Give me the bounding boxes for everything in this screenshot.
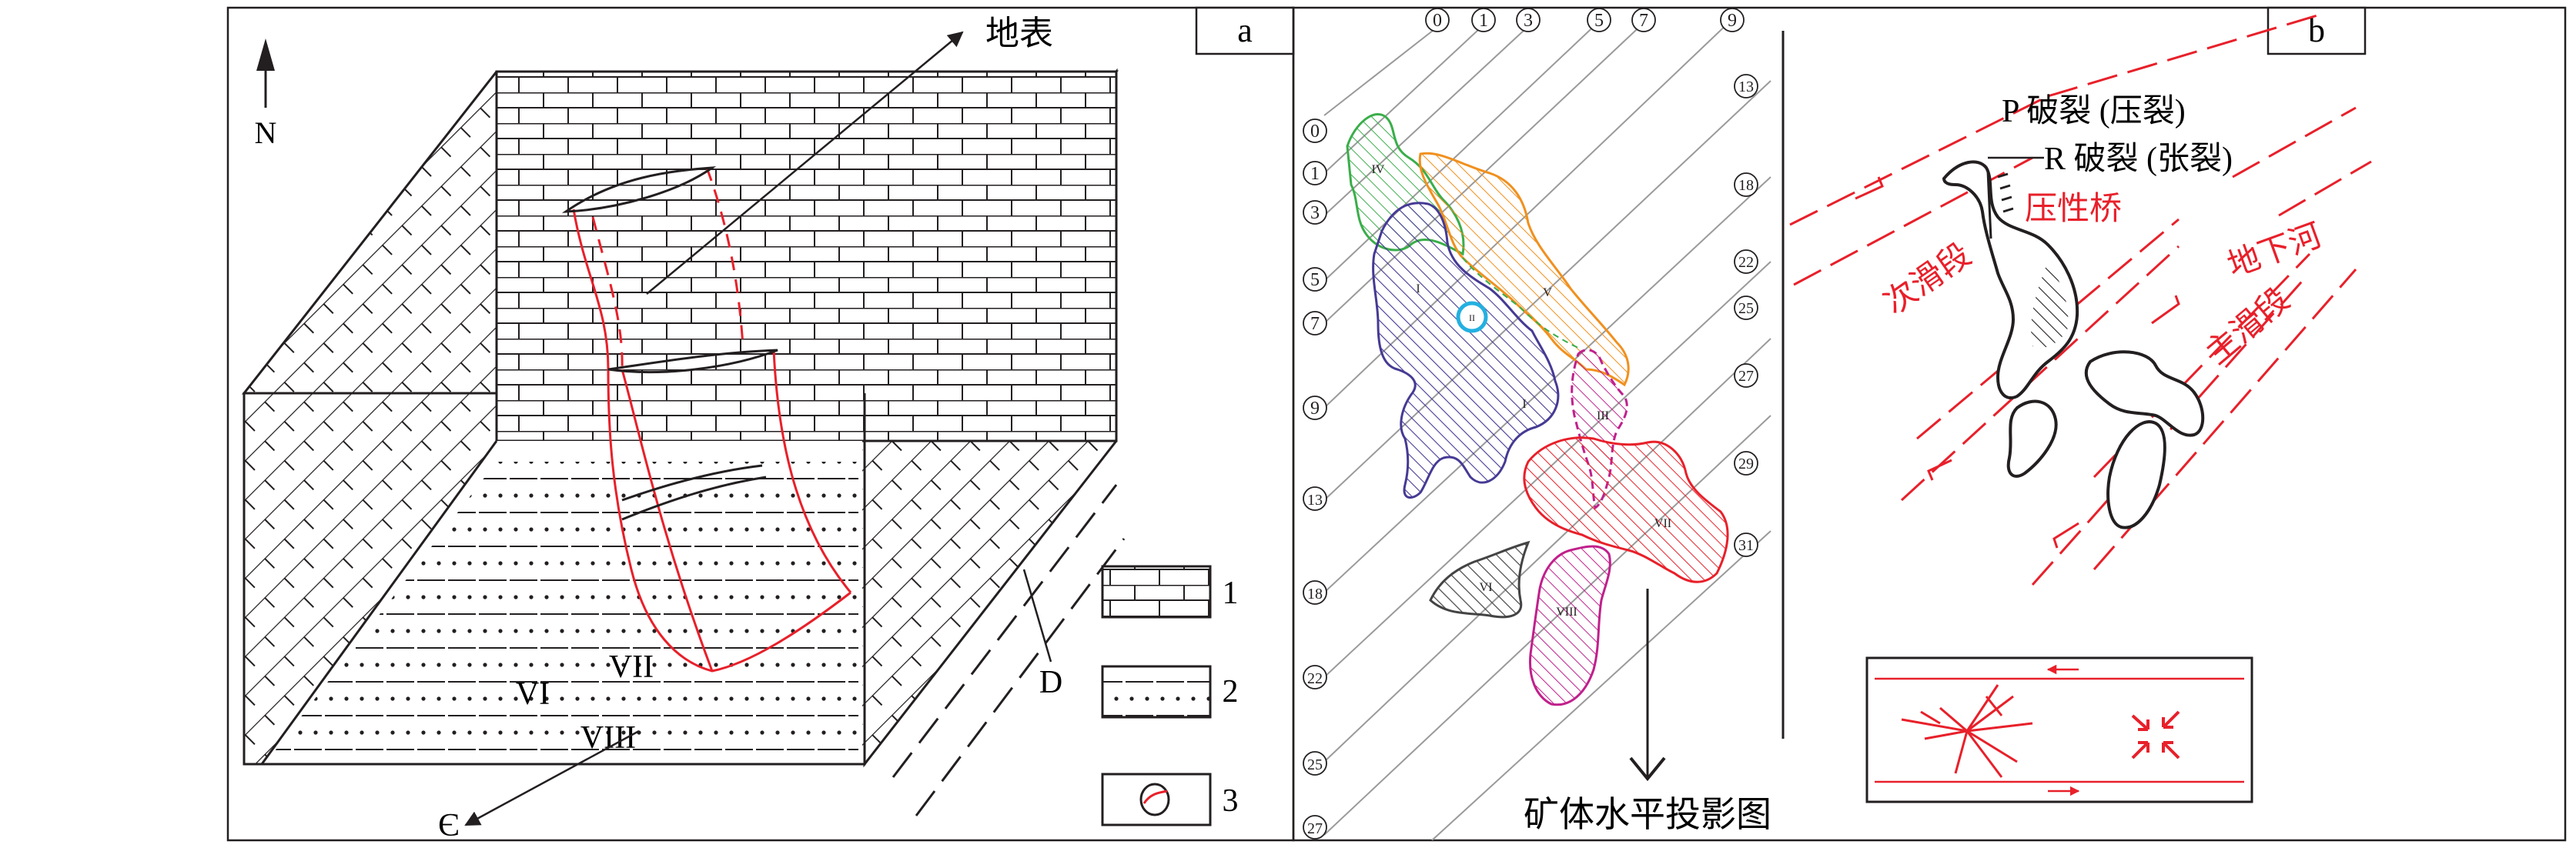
north-arrow-icon [256,38,275,108]
fault-d-lines [892,484,1126,816]
left-number-3: 3 [1310,203,1320,223]
orebody-i-dashed-border [1462,257,1579,349]
north-label: N [255,115,277,150]
orebody-i [1372,202,1560,499]
left-number-13: 13 [1307,492,1323,509]
right-number-31: 31 [1738,537,1754,554]
top-line-numbers: 0 1 3 5 7 9 [1425,8,1745,32]
right-number-29: 29 [1738,456,1754,472]
left-number-5: 5 [1310,270,1320,290]
panel-a-letter-box [1195,6,1295,55]
label-iv: IV [1372,163,1385,176]
slip-arrows [1855,176,2180,549]
left-number-0: 0 [1310,122,1320,142]
underground-river-label: 地下河 [2223,218,2327,284]
top-number-5: 5 [1594,11,1604,31]
right-number-27: 27 [1738,368,1754,385]
label-viii: VIII [1556,606,1577,619]
orebody-v [1418,152,1630,387]
panel-map: 0 1 3 5 7 9 0 1 3 5 7 9 13 [1292,6,2567,842]
left-number-9: 9 [1310,399,1320,419]
orebody-viii [1528,545,1611,706]
surface-arrow [646,31,964,295]
left-number-22: 22 [1307,670,1323,687]
ore-pipe [572,167,852,673]
left-number-1: 1 [1310,164,1320,184]
panel-b: b [1789,6,2372,803]
orebody-iii [1571,349,1628,510]
top-number-9: 9 [1728,11,1737,31]
r-fracture-label: R 破裂 (张裂) [2044,142,2233,177]
ore-sections [561,166,778,521]
orebody-symbol-icon [1139,783,1170,816]
ore-label-vii: VII [609,649,654,685]
orebody-vi [1429,540,1531,619]
p-fracture-mark [1986,170,1992,239]
left-line-numbers: 0 1 3 5 7 9 13 18 22 25 27 [1303,119,1327,840]
cambrian-arrow [464,729,640,826]
right-number-22: 22 [1738,254,1754,271]
label-ii: II [1469,312,1475,323]
fault-d-label: D [1039,665,1062,700]
orebody-ii [1456,301,1488,333]
right-number-25: 25 [1738,300,1754,317]
top-number-7: 7 [1639,11,1648,31]
right-line-numbers: 13 18 22 25 27 29 31 [1734,74,1758,557]
right-number-13: 13 [1738,78,1754,95]
legend-orebody-swatch [1101,773,1212,826]
cambrian-label: Є [438,808,460,843]
compressive-bridge-label: 压性桥 [2025,192,2122,227]
top-number-3: 3 [1524,11,1533,31]
label-v: V [1543,286,1552,299]
stress-rose-icon [1901,684,2033,778]
label-i-upper: I [1416,282,1420,295]
legend-number-2: 2 [1223,674,1239,709]
lower-fracture-3 [2106,420,2166,529]
tension-hatch [1997,172,2014,213]
stress-diagram-frame [1865,656,2253,803]
lower-fracture-1 [2006,399,2058,478]
left-number-27: 27 [1307,820,1323,837]
label-vii: VII [1654,517,1671,530]
label-vi: VI [1480,581,1493,594]
stress-diagram [1865,656,2253,803]
surface-label: 地表 [985,15,1053,52]
panel-map-frame [1292,6,2567,842]
panel-a-letter: a [1237,12,1253,49]
ore-label-vi: VI [516,676,550,712]
main-fracture-hatch [2031,262,2069,348]
legend: 1 2 3 [1101,565,1239,826]
panel-b-letter: b [2308,12,2325,49]
legend-number-3: 3 [1223,783,1239,819]
panel-b-letter-box [2267,6,2367,55]
convergence-arrows-icon [2131,710,2180,760]
top-number-0: 0 [1433,11,1442,31]
top-number-1: 1 [1479,11,1488,31]
sandstone-floor-pattern [269,462,858,758]
legend-number-1: 1 [1223,576,1239,611]
orebody-labels: IV V I II I III VII VI VIII [1372,163,1672,619]
main-slip-label: 主滑段 [2200,282,2297,371]
panel-a: a N D [226,6,1295,843]
lower-fracture-2 [2084,350,2205,437]
secondary-slip-label: 次滑段 [1878,237,1978,322]
left-number-25: 25 [1307,756,1323,773]
orebody-vii [1523,436,1729,583]
left-number-7: 7 [1310,314,1320,334]
fault-d-leader [1022,569,1052,663]
projection-arrow-head-icon [1629,756,1666,782]
p-fracture-label: P 破裂 (压裂) [2002,94,2186,129]
label-i-lower: I [1522,398,1526,411]
label-iii: III [1597,409,1609,422]
legend-limestone-swatch [1101,565,1212,619]
legend-sandstone-swatch [1101,665,1212,719]
right-number-18: 18 [1738,177,1754,194]
left-number-18: 18 [1307,586,1323,603]
limestone-back-wall [495,70,1118,442]
projection-caption: 矿体水平投影图 [1524,795,1771,834]
